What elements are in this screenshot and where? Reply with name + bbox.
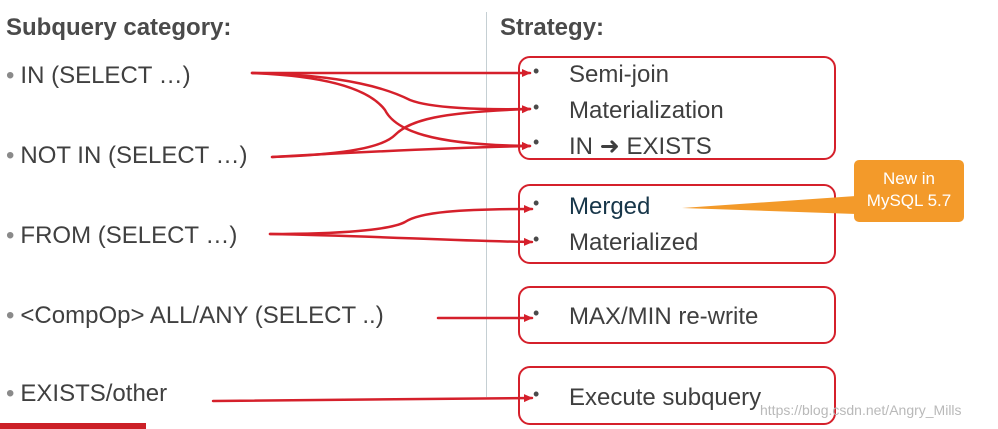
strategy-semi-join-label: Semi-join [569,61,670,88]
strategy-box-4 [518,366,836,425]
strategy-merged: • Merged [533,193,651,221]
bullet-icon: • [533,61,540,81]
strategy-semi-join: • Semi-join [533,61,670,89]
bullet-icon: • [6,302,15,329]
callout-text: New in MySQL 5.7 [854,168,964,212]
strategy-header: Strategy: [500,14,605,41]
strategy-in-label: IN [569,133,593,160]
category-from-label: FROM (SELECT …) [20,222,238,249]
strategy-exists-label: EXISTS [626,133,712,160]
category-header: Subquery category: [6,14,232,41]
arrow-in-exists [250,71,532,150]
category-in-label: IN (SELECT …) [20,62,191,89]
category-compop: •<CompOp> ALL/ANY (SELECT ..) [6,302,384,330]
strategy-materialized: • Materialized [533,229,699,257]
arrow-exists-execute [211,394,534,403]
category-not-in-label: NOT IN (SELECT …) [20,142,248,169]
category-not-in: •NOT IN (SELECT …) [6,142,248,170]
category-exists-label: EXISTS/other [20,380,168,407]
strategy-box-3 [518,286,836,344]
strategy-materialization: • Materialization [533,97,724,125]
strategy-execute-subquery: • Execute subquery [533,384,762,412]
bullet-icon: • [6,62,15,89]
callout-line-2: MySQL 5.7 [866,191,952,210]
arrow-from-materialized [268,232,534,246]
bullet-icon: • [533,303,540,323]
bullet-icon: • [533,384,540,404]
bullet-icon: • [6,380,15,407]
arrow-in-materialization [250,71,532,114]
watermark: https://blog.csdn.net/Angry_Mills [760,402,962,418]
bullet-icon: • [533,132,540,152]
arrow-notin-exists [270,142,532,159]
callout-badge [854,160,964,222]
strategy-max-min: • MAX/MIN re-write [533,303,759,331]
strategy-max-min-label: MAX/MIN re-write [569,303,759,330]
strategy-merged-label: Merged [569,193,651,220]
strategy-box-2 [518,184,836,264]
bullet-icon: • [533,229,540,249]
right-arrow-icon: ➜ [599,133,620,160]
column-divider [486,12,487,397]
category-from: •FROM (SELECT …) [6,222,237,250]
bullet-icon: • [6,222,15,249]
footer-accent-bar [0,423,146,429]
bullet-icon: • [533,97,540,117]
bullet-icon: • [533,193,540,213]
strategy-materialized-label: Materialized [569,229,699,256]
strategy-materialization-label: Materialization [569,97,724,124]
callout-pointer [682,196,856,214]
category-compop-label: <CompOp> ALL/ANY (SELECT ..) [20,302,384,329]
bullet-icon: • [6,142,15,169]
callout-line-1: New in [883,169,935,188]
category-in: •IN (SELECT …) [6,62,191,90]
category-exists: •EXISTS/other [6,380,167,408]
arrow-from-merged [268,205,534,236]
strategy-in-exists: • IN ➜ EXISTS [533,132,712,161]
strategy-execute-subquery-label: Execute subquery [569,384,762,411]
